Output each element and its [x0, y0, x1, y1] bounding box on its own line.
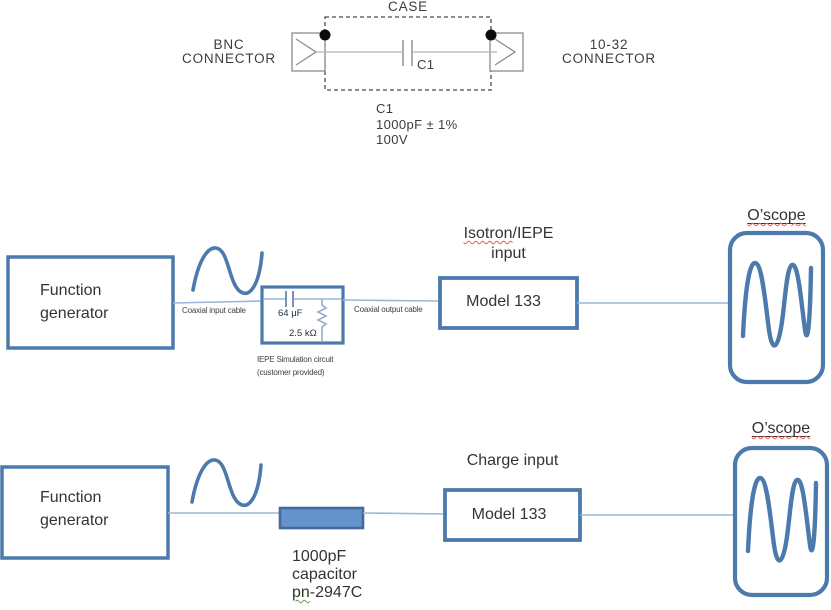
- sim-resistor-symbol: [316, 299, 328, 341]
- iepe-setup-shapes: [6, 230, 826, 385]
- coupling-connector-label: 10-32 CONNECTOR: [562, 37, 656, 66]
- capacitor-ref-label: C1: [417, 57, 435, 72]
- charge-input-type-label: Charge input: [466, 452, 559, 469]
- coupling-connector-chevron-icon: [494, 38, 517, 66]
- model-133-label-2: Model 133: [471, 506, 547, 523]
- iepe-sim-circuit-box: [260, 285, 345, 345]
- coaxial-output-cable-label: Coaxial output cable: [354, 305, 423, 314]
- coaxial-output-wire: [342, 299, 441, 302]
- sine-wave-icon: [191, 246, 264, 296]
- charge-wire-mid: [362, 512, 447, 515]
- model-133-box-2: [443, 488, 582, 542]
- series-capacitor-label: 1000pF capacitor pn-2947C: [292, 548, 363, 601]
- oscope-label-2: O’scope: [751, 420, 811, 437]
- sim-circuit-caption: IEPE Simulation circuit (customer provid…: [257, 355, 334, 377]
- charge-setup-shapes: [0, 445, 830, 598]
- flagged-word-pn: pn: [292, 584, 310, 601]
- oscilloscope-box-2: [732, 445, 830, 598]
- capacitor-adapter-schematic: [291, 16, 524, 91]
- sine-wave-icon-2: [190, 458, 263, 508]
- bnc-connector-label: BNC CONNECTOR: [182, 37, 276, 66]
- case-node-dot-right: [485, 29, 497, 41]
- case-dashed-box: [324, 16, 492, 91]
- oscilloscope-trace-icon: [740, 260, 814, 348]
- function-generator-box: [6, 255, 175, 350]
- case-label: CASE: [388, 0, 428, 14]
- coaxial-input-cable-label: Coaxial input cable: [182, 306, 246, 315]
- series-capacitor-symbol: [278, 506, 365, 530]
- oscope-label: O’scope: [747, 207, 806, 224]
- sim-capacitor-value: 64 μF: [278, 308, 303, 319]
- coaxial-input-wire: [172, 300, 264, 304]
- capacitor-specs: C1 1000pF ± 1% 100V: [376, 101, 458, 147]
- function-generator-box-2: [0, 465, 170, 560]
- function-generator-label: Function generator: [40, 282, 109, 322]
- flagged-word: Isotron: [463, 225, 513, 242]
- model-133-label: Model 133: [466, 293, 541, 310]
- function-generator-label-2: Function generator: [40, 489, 109, 529]
- iepe-input-type-label: Isotron/IEPE input: [463, 225, 554, 262]
- case-node-dot-left: [319, 29, 331, 41]
- oscilloscope-trace-icon-2: [745, 475, 819, 563]
- oscilloscope-box: [727, 230, 826, 385]
- sim-resistor-value: 2.5 kΩ: [289, 328, 317, 339]
